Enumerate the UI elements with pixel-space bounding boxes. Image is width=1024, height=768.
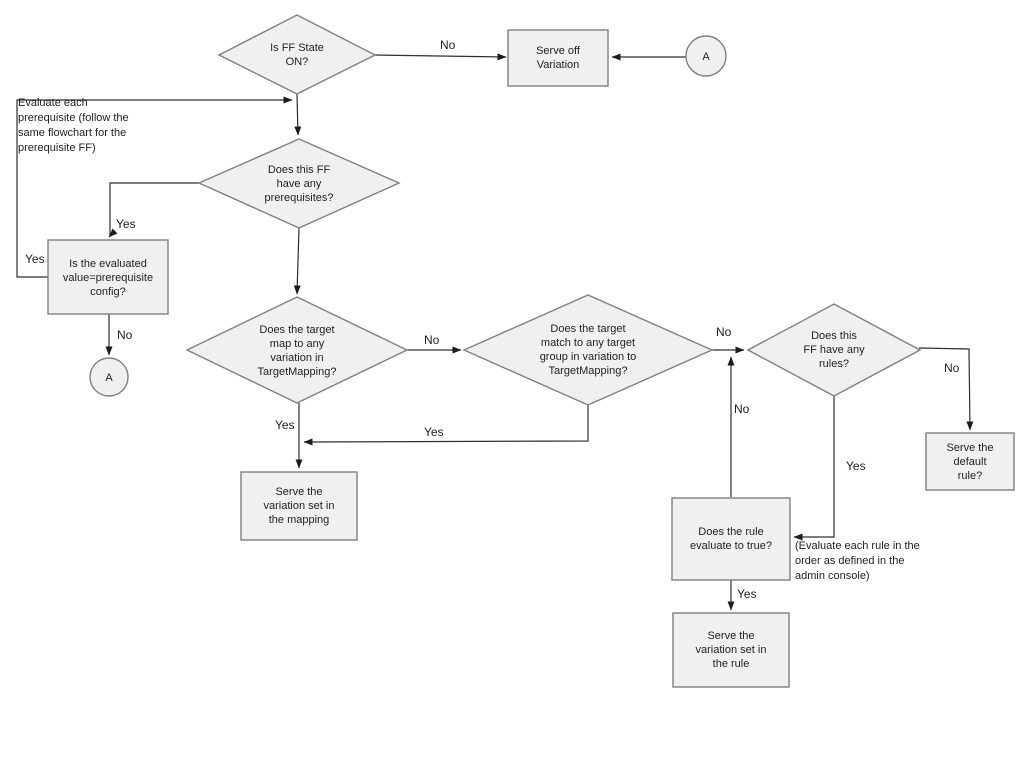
process-serve-rule-variation-label: Serve the variation set in the rule [695, 630, 767, 670]
process-serve-rule-variation-shape [672, 612, 790, 688]
process-evaluated-value-label: Is the evaluated value=prerequisite conf… [62, 258, 154, 298]
process-rule-evaluates-true-shape [671, 497, 791, 581]
annotation-prerequisite-note: Evaluate each prerequisite (follow the s… [18, 97, 129, 154]
edge-prereqs-no-targetmap [293, 227, 301, 295]
annotation-rules-note: (Evaluate each rule in the order as defi… [795, 540, 920, 582]
decision-target-mapping-label: Does the target map to any variation in … [257, 324, 337, 378]
edge-rules-no-default [918, 347, 974, 431]
connector-a-left-label: A [105, 372, 113, 384]
decision-target-group-label: Does the target match to any target grou… [539, 323, 637, 377]
edge-targetmatch-yes-merge [303, 405, 589, 446]
edge-ffstate-prereqs [294, 93, 302, 136]
edge-label-targetmap-no: No [424, 333, 440, 347]
edge-prereqs-yes-evaluated [108, 182, 199, 238]
edge-label-ruleeval-yes: Yes [737, 587, 757, 601]
process-rule-evaluates-true-label: Does the rule evaluate to true? [690, 526, 772, 552]
decision-ff-state-label: Is FF State ON? [270, 42, 324, 68]
process-serve-default-rule-label: Serve the default rule? [946, 442, 994, 482]
connector-a-left-shape [89, 357, 129, 397]
edge-label-evaluated-no: No [117, 328, 133, 342]
edge-prereq-loop-return [16, 96, 293, 278]
decision-target-group-shape [462, 294, 714, 406]
decision-target-mapping-shape [185, 296, 409, 404]
connector-a-top-label: A [702, 51, 710, 63]
decision-has-rules-shape [746, 303, 922, 397]
edge-label-targetmatch-no: No [716, 325, 732, 339]
decision-has-prerequisites-shape [197, 138, 401, 229]
process-serve-off-variation-shape [507, 29, 609, 87]
decision-ff-state-shape [217, 14, 377, 95]
process-evaluated-value-shape [47, 239, 169, 315]
edge-label-has-prereqs-yes: Yes [116, 217, 136, 231]
edge-label-targetmatch-yes: Yes [424, 425, 444, 439]
process-serve-default-rule-shape [925, 432, 1015, 491]
process-serve-mapping-variation-label: Serve the variation set in the mapping [263, 486, 335, 526]
edge-label-rules-yes: Yes [846, 459, 866, 473]
edge-label-rules-no: No [944, 361, 960, 375]
edge-label-prereq-loop-yes: Yes [25, 252, 45, 266]
decision-has-prerequisites-label: Does this FF have any prerequisites? [264, 164, 334, 204]
edge-ffstate-no-serveoff [374, 53, 507, 61]
edge-label-ffstate-no: No [440, 38, 456, 52]
connector-a-top-shape [685, 35, 727, 77]
edge-label-targetmap-yes: Yes [275, 418, 295, 432]
decision-has-rules-label: Does this FF have any rules? [803, 330, 865, 370]
edge-rules-yes-ruleeval [793, 396, 835, 541]
process-serve-mapping-variation-shape [240, 471, 358, 541]
edge-label-ruleeval-no: No [734, 402, 750, 416]
process-serve-off-variation-label: Serve off Variation [536, 45, 580, 71]
